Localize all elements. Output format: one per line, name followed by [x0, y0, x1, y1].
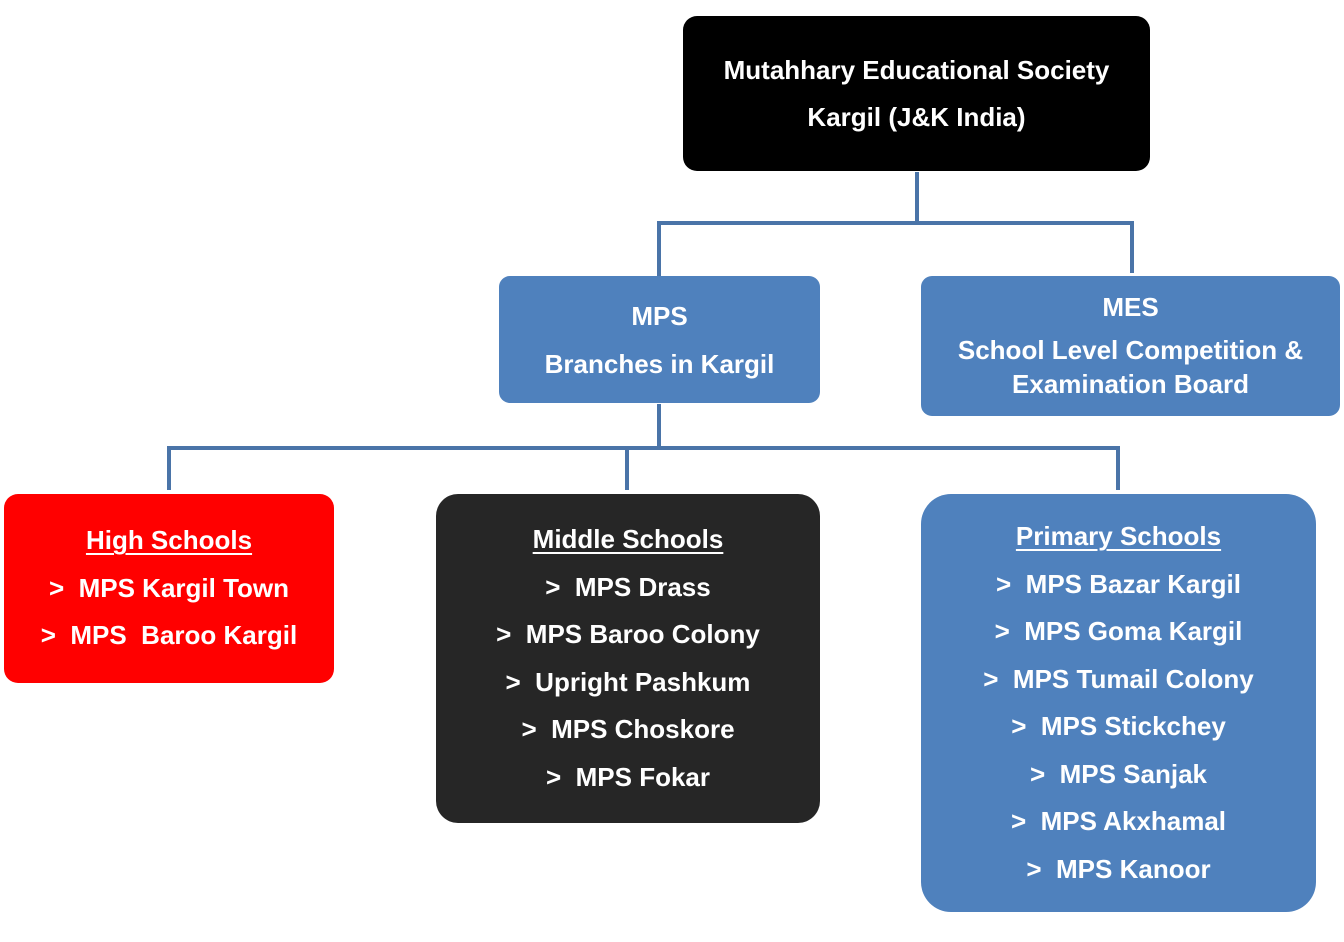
root-title-line1: Mutahhary Educational Society [723, 54, 1110, 85]
root-title-line2: Kargil (J&K India) [807, 101, 1026, 132]
primary-school-item: > MPS Goma Kargil [994, 616, 1243, 646]
connector-to-high [167, 446, 171, 490]
branch-mes-subtitle-line1: School Level Competition & [957, 335, 1304, 365]
branch-mps-subtitle: Branches in Kargil [544, 348, 775, 379]
middle-school-item: > MPS Baroo Colony [496, 619, 760, 649]
primary-school-item: > MPS Akxhamal [1010, 806, 1227, 836]
connector-level2-horizontal [167, 446, 1120, 450]
primary-school-item: > MPS Bazar Kargil [996, 568, 1241, 599]
middle-school-item: > Upright Pashkum [505, 666, 751, 697]
connector-to-mes [1130, 221, 1134, 273]
connector-root-down [915, 172, 919, 224]
root-node-mutahhary-educational-society: Mutahhary Educational Society Kargil (J&… [683, 16, 1150, 171]
connector-mps-down [657, 404, 661, 449]
connector-level1-horizontal [657, 221, 1134, 225]
branch-mes-title: MES [1102, 292, 1159, 322]
connector-to-mps [657, 221, 661, 276]
high-schools-box: High Schools > MPS Kargil Town > MPS Bar… [4, 494, 334, 683]
primary-school-item: > MPS Tumail Colony [983, 663, 1254, 694]
connector-to-middle [625, 446, 629, 490]
middle-school-item: > MPS Drass [545, 571, 711, 602]
branch-mps-title: MPS [631, 300, 688, 331]
middle-schools-heading: Middle Schools [532, 524, 724, 554]
branch-node-mps: MPS Branches in Kargil [499, 276, 820, 403]
high-school-item: > MPS Kargil Town [48, 572, 290, 603]
primary-schools-heading: Primary Schools [1015, 521, 1222, 551]
high-school-item: > MPS Baroo Kargil [40, 620, 298, 651]
primary-school-item: > MPS Stickchey [1011, 711, 1226, 741]
primary-school-item: > MPS Sanjak [1029, 758, 1208, 789]
branch-node-mes: MES School Level Competition & Examinati… [921, 276, 1340, 416]
branch-mes-subtitle-line2: Examination Board [1012, 369, 1249, 399]
middle-school-item: > MPS Choskore [521, 714, 735, 744]
connector-to-primary [1116, 446, 1120, 490]
primary-schools-box: Primary Schools > MPS Bazar Kargil > MPS… [921, 494, 1316, 912]
primary-school-item: > MPS Kanoor [1026, 853, 1211, 884]
high-schools-heading: High Schools [85, 525, 253, 556]
middle-school-item: > MPS Fokar [546, 761, 710, 792]
middle-schools-box: Middle Schools > MPS Drass > MPS Baroo C… [436, 494, 820, 823]
